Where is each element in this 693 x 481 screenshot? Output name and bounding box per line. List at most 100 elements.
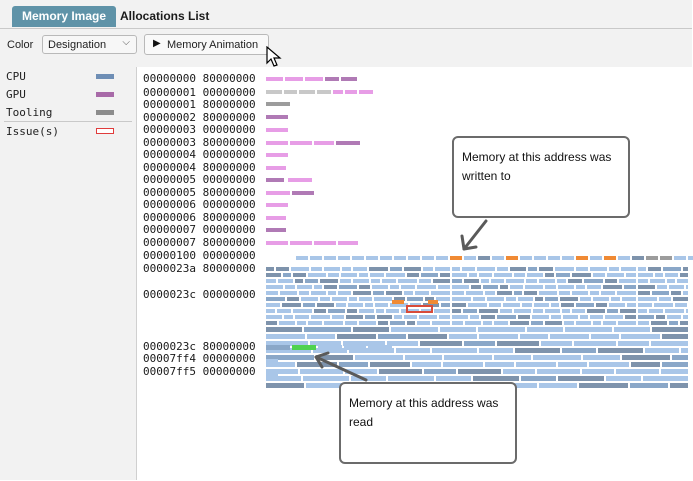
memory-block[interactable]	[651, 341, 688, 346]
write-block[interactable]	[428, 300, 438, 304]
memory-block[interactable]	[380, 256, 392, 260]
memory-block[interactable]	[394, 256, 406, 260]
memory-block[interactable]	[266, 90, 282, 94]
memory-block[interactable]	[266, 241, 288, 245]
memory-block[interactable]	[464, 341, 495, 346]
memory-block[interactable]	[638, 273, 653, 277]
memory-block[interactable]	[337, 334, 376, 339]
memory-block[interactable]	[283, 273, 291, 277]
memory-block[interactable]	[497, 341, 539, 346]
memory-block[interactable]	[305, 279, 318, 283]
memory-block[interactable]	[344, 345, 366, 350]
memory-block[interactable]	[485, 291, 495, 295]
memory-block[interactable]	[473, 376, 519, 381]
memory-block[interactable]	[339, 285, 357, 289]
memory-block[interactable]	[514, 273, 525, 277]
memory-block[interactable]	[583, 355, 620, 360]
memory-block[interactable]	[614, 327, 650, 332]
memory-block[interactable]	[419, 279, 431, 283]
memory-block[interactable]	[469, 273, 477, 277]
memory-block[interactable]	[349, 348, 394, 353]
memory-block[interactable]	[638, 303, 652, 307]
memory-block[interactable]	[266, 372, 278, 376]
memory-block[interactable]	[491, 279, 504, 283]
memory-block[interactable]	[328, 291, 336, 295]
memory-block[interactable]	[651, 321, 667, 325]
memory-block[interactable]	[483, 285, 498, 289]
memory-block[interactable]	[314, 141, 334, 145]
memory-block[interactable]	[353, 267, 367, 271]
memory-block[interactable]	[539, 279, 555, 283]
memory-block[interactable]	[425, 297, 434, 301]
memory-block[interactable]	[545, 285, 556, 289]
memory-block[interactable]	[434, 309, 450, 313]
memory-block[interactable]	[539, 267, 553, 271]
memory-block[interactable]	[359, 90, 373, 94]
memory-block[interactable]	[338, 241, 358, 245]
memory-block[interactable]	[266, 303, 280, 307]
write-block[interactable]	[392, 300, 404, 304]
memory-block[interactable]	[531, 321, 543, 325]
memory-block[interactable]	[282, 303, 301, 307]
memory-block[interactable]	[478, 327, 525, 332]
memory-block[interactable]	[662, 334, 688, 339]
memory-block[interactable]	[539, 383, 577, 388]
memory-block[interactable]	[311, 315, 330, 319]
memory-block[interactable]	[590, 256, 602, 260]
memory-block[interactable]	[311, 291, 326, 295]
memory-block[interactable]	[464, 256, 476, 260]
memory-block[interactable]	[550, 334, 589, 339]
memory-block[interactable]	[436, 256, 448, 260]
memory-block[interactable]	[355, 355, 403, 360]
memory-block[interactable]	[548, 256, 560, 260]
memory-block[interactable]	[359, 309, 374, 313]
memory-block[interactable]	[365, 315, 375, 319]
memory-block[interactable]	[266, 191, 290, 195]
memory-block[interactable]	[290, 241, 312, 245]
memory-block[interactable]	[301, 297, 318, 301]
memory-block[interactable]	[483, 321, 492, 325]
memory-block[interactable]	[576, 303, 594, 307]
memory-block[interactable]	[351, 376, 386, 381]
memory-block[interactable]	[662, 362, 688, 367]
memory-block[interactable]	[292, 191, 314, 195]
memory-block[interactable]	[417, 285, 436, 289]
memory-block[interactable]	[390, 285, 399, 289]
memory-block[interactable]	[621, 267, 636, 271]
memory-block[interactable]	[510, 267, 526, 271]
memory-block[interactable]	[382, 279, 396, 283]
memory-block[interactable]	[669, 285, 684, 289]
memory-block[interactable]	[555, 267, 574, 271]
memory-block[interactable]	[622, 355, 670, 360]
read-block[interactable]	[292, 345, 316, 350]
memory-block[interactable]	[452, 297, 471, 301]
memory-block[interactable]	[677, 279, 688, 283]
memory-block[interactable]	[503, 369, 535, 374]
memory-block[interactable]	[590, 315, 603, 319]
memory-block[interactable]	[349, 297, 357, 301]
memory-block[interactable]	[465, 321, 481, 325]
memory-block[interactable]	[562, 309, 570, 313]
memory-block[interactable]	[539, 291, 557, 295]
memory-block[interactable]	[408, 256, 420, 260]
memory-block[interactable]	[527, 273, 543, 277]
memory-block[interactable]	[471, 285, 481, 289]
memory-block[interactable]	[479, 273, 492, 277]
memory-block[interactable]	[686, 309, 688, 313]
memory-block[interactable]	[266, 321, 277, 325]
memory-block[interactable]	[388, 376, 434, 381]
memory-block[interactable]	[518, 297, 533, 301]
memory-block[interactable]	[558, 285, 574, 289]
memory-block[interactable]	[572, 273, 591, 277]
memory-block[interactable]	[295, 279, 303, 283]
memory-block[interactable]	[624, 285, 636, 289]
memory-block[interactable]	[324, 321, 343, 325]
memory-block[interactable]	[387, 341, 418, 346]
memory-block[interactable]	[373, 291, 384, 295]
memory-block[interactable]	[648, 267, 661, 271]
memory-block[interactable]	[462, 267, 475, 271]
memory-block[interactable]	[561, 303, 574, 307]
memory-block[interactable]	[266, 359, 278, 363]
memory-block[interactable]	[266, 285, 283, 289]
memory-block[interactable]	[607, 273, 624, 277]
